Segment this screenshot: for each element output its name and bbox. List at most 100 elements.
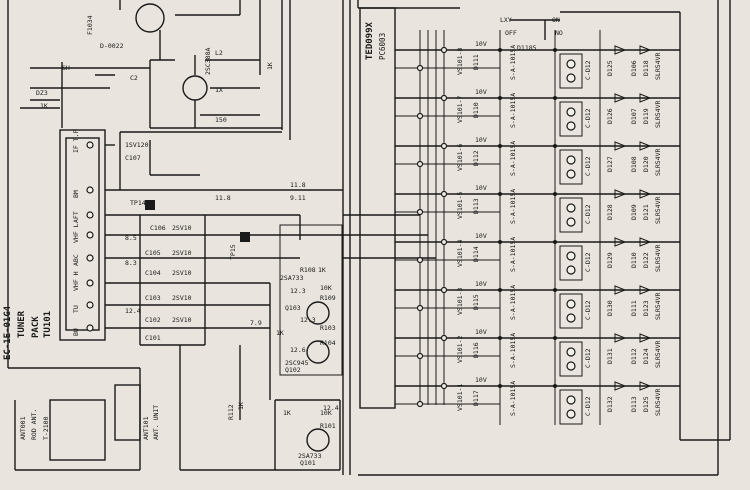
row-cap-label: 10V	[475, 136, 487, 144]
switch-box	[559, 245, 583, 281]
ic-ref-label: PC6003	[378, 33, 387, 60]
2sv10-e-label: 2SV10	[172, 316, 192, 324]
diode-symbol	[614, 237, 627, 247]
tuner-pack-label: PACK	[31, 316, 41, 338]
switch-pin	[416, 304, 424, 312]
row-diode-ic-label: D115	[472, 294, 480, 310]
switch-pin	[440, 94, 448, 102]
row-switch-label: S-A-1015A	[509, 93, 517, 128]
q102-label: Q102	[285, 366, 301, 374]
tuner-pin-label: VHF L	[72, 223, 80, 243]
row-diode-r-label: D129	[606, 252, 614, 268]
switch-contact	[566, 203, 576, 213]
tuner-pin	[86, 254, 94, 262]
switch-pin	[416, 160, 424, 168]
switch-pin	[416, 400, 424, 408]
led-symbol	[639, 45, 652, 55]
row-cap-label: 10V	[475, 232, 487, 240]
dz3-label: DZ3	[36, 89, 48, 97]
diode-symbol	[614, 285, 627, 295]
bus-lines	[419, 30, 601, 425]
junction-dot	[498, 336, 502, 340]
switch-contact	[566, 395, 576, 405]
switch-pin	[416, 256, 424, 264]
tuner-pin	[86, 231, 94, 239]
switch-contact	[566, 361, 576, 371]
tuner-pin-label: BU	[72, 328, 80, 336]
antenna-labels: ANT001 ROD ANT. T-2100 ANT101 ANT. UNIT	[19, 405, 160, 440]
v79-label: 7.9	[250, 319, 262, 327]
tp15-label: TP15	[229, 244, 237, 260]
junction-dot	[498, 96, 502, 100]
row-rc-label: C-D12	[584, 348, 592, 368]
led-symbol	[639, 285, 652, 295]
c103-label: C103	[145, 294, 161, 302]
row-diode-ic-label: D116	[472, 342, 480, 358]
tuner-pin	[86, 324, 94, 332]
row-diode-r-label: D130	[606, 300, 614, 316]
switch-contact	[566, 265, 576, 275]
row-rc-label: C-D12	[584, 396, 592, 416]
vs-pin-label: VS101-3	[456, 288, 464, 315]
tuner-pin-label: BM	[72, 190, 80, 198]
row-led-label: D124	[642, 348, 650, 364]
row-led-label: D125	[642, 396, 650, 412]
row-rc-label: C-D12	[584, 252, 592, 272]
r112-val-label: 1K	[237, 402, 245, 410]
2sv10-c-label: 2SV10	[172, 269, 192, 277]
switch-contact	[566, 169, 576, 179]
junction-dot	[553, 288, 557, 292]
2sv10-a-label: 2SV10	[172, 224, 192, 232]
junction-dot	[553, 384, 557, 388]
row-led-label: D120	[642, 156, 650, 172]
r108-label: R108	[300, 266, 316, 274]
diode-symbol	[614, 381, 627, 391]
row-switch-label: S-A-1015A	[509, 141, 517, 176]
c107-label: C107	[125, 154, 141, 162]
row-code-label: SLR54VR	[654, 341, 662, 368]
2sc945-label: 2SC945	[285, 359, 309, 367]
v118-a-label: 11.8	[215, 194, 231, 202]
1k-c-label: 1K	[276, 329, 284, 337]
v83-label: 8.3	[125, 259, 137, 267]
row-diode-r-label: D127	[606, 156, 614, 172]
row-cap-label: 10V	[475, 40, 487, 48]
tuner-model-label: EC-1E-01G4	[3, 305, 13, 360]
r112-label: R112	[227, 404, 235, 420]
row-diode-ic-label: D110	[472, 102, 480, 118]
row-cap-label: 10V	[475, 88, 487, 96]
switch-contact	[566, 73, 576, 83]
lxy-label: LXY	[500, 16, 512, 24]
tuner-pin	[86, 211, 94, 219]
tuner-pin	[86, 186, 94, 194]
row-d2-label: D112	[630, 348, 638, 364]
row-diode-ic-label: D117	[472, 390, 480, 406]
row-cap-label: 10V	[475, 376, 487, 384]
tuner-ref-label: TU101	[43, 311, 53, 338]
row-diode-ic-label: D111	[472, 54, 480, 70]
switch-pin	[440, 382, 448, 390]
row-switch-label: S-A-1015A	[509, 381, 517, 416]
test-points	[145, 200, 250, 242]
tuner-pin-label: VHF H	[72, 271, 80, 291]
1k-top-label: 1K	[266, 62, 274, 70]
q101-label: Q101	[300, 459, 316, 467]
led-symbol	[639, 189, 652, 199]
led-symbol	[639, 93, 652, 103]
led-symbol	[639, 333, 652, 343]
2sc388a-label: 2SC388A	[204, 48, 212, 75]
off-label: OFF	[505, 29, 517, 37]
vs-pin-label: VS101-8	[456, 48, 464, 75]
ant101-label: ANT101	[142, 416, 150, 440]
10k-a-label: 10K	[320, 284, 332, 292]
c101-label: C101	[145, 334, 161, 342]
v118-b-label: 11.8	[290, 181, 306, 189]
switch-contact	[566, 347, 576, 357]
diode-symbol	[614, 45, 627, 55]
junction-dot	[498, 384, 502, 388]
c105-label: C105	[145, 249, 161, 257]
rod-ant-label: ROD ANT.	[30, 409, 38, 440]
junction-dot	[553, 192, 557, 196]
switch-pin	[440, 46, 448, 54]
